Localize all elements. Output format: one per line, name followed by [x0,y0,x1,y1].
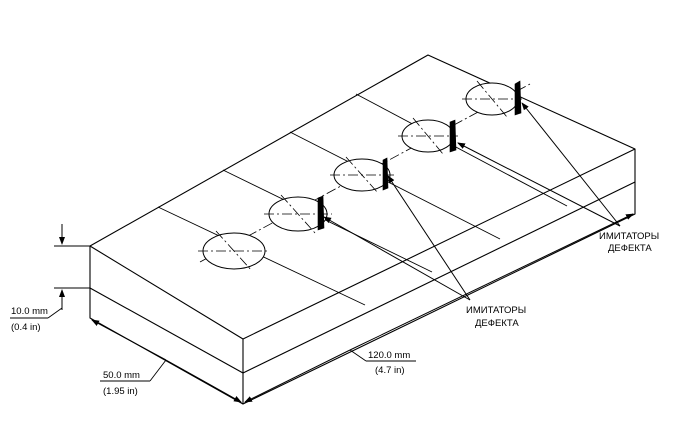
width-mm-label: 50.0 mm [103,370,140,381]
width-dimension [91,319,242,403]
callout-right-line2: ДЕФЕКТА [608,243,652,254]
block-right-face [242,149,636,405]
thickness-mm-label: 10.0 mm [11,306,48,317]
length-dimension [244,213,634,403]
block-front-face [89,246,244,405]
defect-hole-2 [264,194,332,234]
defect-hole-1 [198,230,270,272]
leader-right [457,102,621,227]
width-in-label: (1.95 in) [103,386,138,397]
length-in-label: (4.7 in) [375,365,405,376]
thickness-dimension [10,224,90,319]
thickness-in-label: (0.4 in) [11,322,41,333]
callout-right-line1: ИМИТАТОРЫ [599,231,659,242]
defect-hole-4 [398,117,458,155]
defect-hole-5 [462,80,522,118]
defect-hole-3 [330,156,394,194]
length-mm-label: 120.0 mm [368,350,410,361]
callout-center-line1: ИМИТАТОРЫ [466,305,526,316]
leader-center [323,175,471,301]
callout-center-line2: ДЕФЕКТА [475,318,519,329]
section-lines [157,93,568,306]
